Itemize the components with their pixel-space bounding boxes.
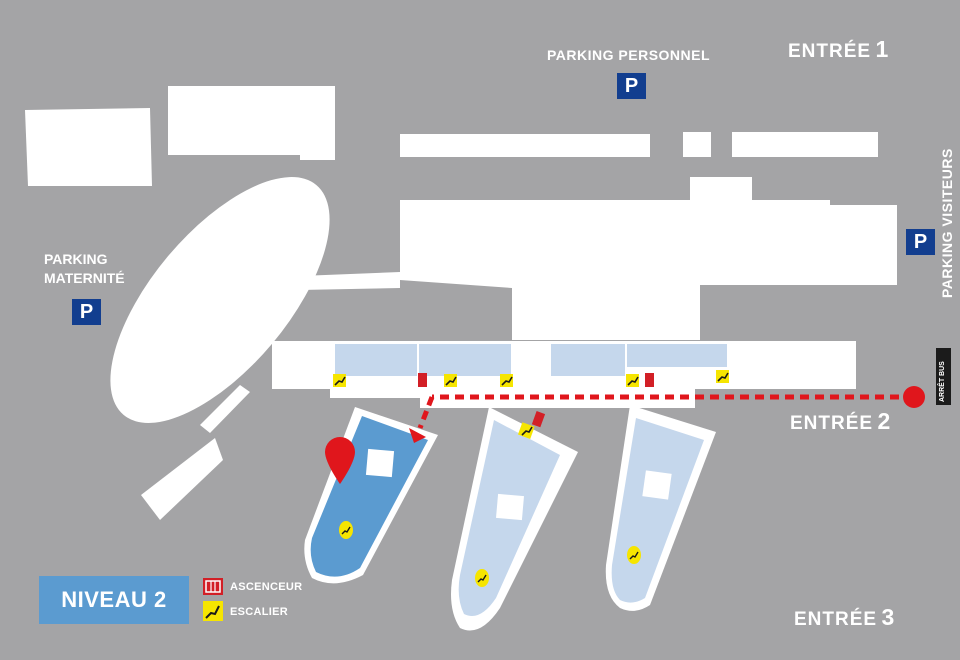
stairs-icons <box>333 370 729 587</box>
stairs-icon <box>517 422 535 439</box>
building-north-strip-3 <box>732 132 878 157</box>
location-pin-icon <box>325 437 355 484</box>
connector-maternite <box>300 272 400 290</box>
stairs-icon <box>444 374 457 387</box>
stairs-icon <box>203 601 223 621</box>
building-nw-2 <box>168 86 335 160</box>
parking-sign-icon: P <box>617 73 646 99</box>
entree-2-word: ENTRÉE <box>790 413 874 434</box>
room-3 <box>551 344 625 376</box>
entree-3-label: ENTRÉE 3 <box>794 604 894 631</box>
stairs-icon <box>500 374 513 387</box>
level-indicator: NIVEAU 2 <box>39 576 189 624</box>
elevator-icon <box>203 578 223 595</box>
wing-middle <box>451 407 578 631</box>
legend-elevator-label: ASCENCEUR <box>230 581 303 593</box>
parking-personnel-label: PARKING PERSONNEL <box>547 47 711 63</box>
legend-icons <box>203 578 223 621</box>
elevator-icons <box>418 373 654 428</box>
entree-2-number: 2 <box>877 408 891 434</box>
corridor-extension <box>330 389 695 408</box>
building-sw-wing <box>141 438 223 520</box>
bus-stop-sign: ARRÊT BUS <box>936 348 951 405</box>
building-nw-1 <box>25 108 152 186</box>
stairs-icon <box>716 370 729 383</box>
bus-stop-label: ARRÊT BUS <box>939 361 946 402</box>
elevator-icon <box>418 373 427 387</box>
stairs-icon <box>626 374 639 387</box>
elevator-icon <box>531 411 546 428</box>
legend-stairs-label: ESCALIER <box>230 606 289 618</box>
wing-east <box>605 405 716 611</box>
room-4 <box>627 344 727 367</box>
parking-visiteurs-label: PARKING VISITEURS <box>939 148 955 298</box>
room-1 <box>335 344 417 376</box>
buildings <box>25 86 897 520</box>
entree-3-number: 3 <box>881 604 895 630</box>
parking-sign-icon: P <box>906 229 935 255</box>
building-sw-link <box>200 385 250 433</box>
elevator-icon <box>645 373 654 387</box>
stairs-icon <box>627 546 641 564</box>
entree-2-label: ENTRÉE 2 <box>790 408 890 435</box>
entree-1-label: ENTRÉE 1 <box>788 36 888 63</box>
parking-maternite-line2: MATERNITÉ <box>44 270 125 286</box>
entree-1-number: 1 <box>875 36 889 62</box>
route <box>409 386 925 443</box>
route-arrowhead <box>409 428 426 443</box>
stairs-icon <box>339 521 353 539</box>
building-north-strip-1 <box>400 134 650 157</box>
entree-1-word: ENTRÉE <box>788 41 872 62</box>
stairs-icon <box>475 569 489 587</box>
entree-3-word: ENTRÉE <box>794 609 878 630</box>
route-start-dot <box>903 386 925 408</box>
parking-maternite-label: PARKING MATERNITÉ <box>44 250 125 288</box>
building-main-block <box>400 177 897 340</box>
parking-sign-icon: P <box>72 299 101 325</box>
corridor-rooms <box>335 344 727 376</box>
wing-current <box>304 407 438 584</box>
building-north-strip-2 <box>683 132 711 157</box>
parking-maternite-line1: PARKING <box>44 251 108 267</box>
stairs-icon <box>333 374 346 387</box>
room-2 <box>419 344 511 376</box>
building-maternite-oval <box>110 177 330 423</box>
